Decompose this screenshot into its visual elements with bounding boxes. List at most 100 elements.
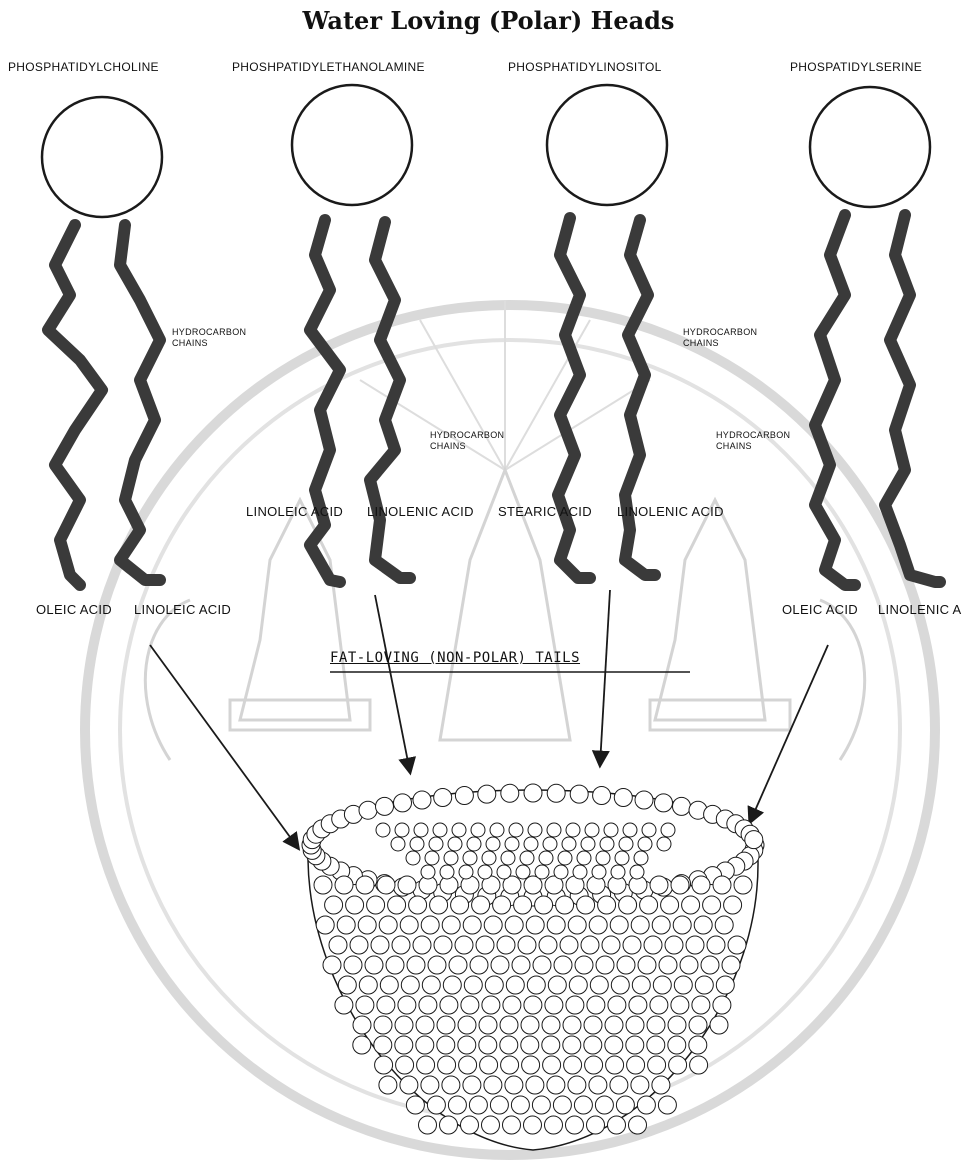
micelle-bead [461, 996, 479, 1014]
micelle-bead [434, 789, 452, 807]
micelle-bead [375, 1056, 393, 1074]
micelle-bead [509, 823, 523, 837]
hydrocarbon-label-4: HYDROCARBON CHAINS [716, 430, 806, 452]
micelle-bead [661, 896, 679, 914]
micelle-bead [377, 996, 395, 1014]
micelle-bead [500, 1036, 518, 1054]
arrow-2 [375, 595, 410, 772]
micelle-bead [592, 865, 606, 879]
micelle-bead [472, 896, 490, 914]
micelle-bead [542, 1036, 560, 1054]
micelle-bead [486, 837, 500, 851]
micelle-bead [635, 791, 653, 809]
micelle-bead [658, 1096, 676, 1114]
micelle-bead [650, 996, 668, 1014]
micelle-bead [589, 1076, 607, 1094]
micelle-bead [600, 837, 614, 851]
micelle-bead [374, 1036, 392, 1054]
micelle-bead [593, 787, 611, 805]
micelle-bead [661, 823, 675, 837]
micelle-bead [394, 794, 412, 812]
micelle-bead [566, 996, 584, 1014]
micelle-bead [689, 1036, 707, 1054]
micelle-bead [655, 794, 673, 812]
micelle-bead [400, 1076, 418, 1094]
micelle-bead [543, 837, 557, 851]
chain-4b [885, 215, 940, 582]
micelle-bead [590, 976, 608, 994]
micelle-bead [627, 1056, 645, 1074]
micelle-bead [379, 1076, 397, 1094]
polar-head-4 [810, 87, 930, 207]
micelle-bead [524, 1116, 542, 1134]
micelle-bead [558, 851, 572, 865]
micelle-bead [605, 1036, 623, 1054]
micelle-bead [522, 1056, 540, 1074]
micelle-bead [638, 837, 652, 851]
micelle-bead [596, 956, 614, 974]
micelle-bead [505, 916, 523, 934]
micelle-bead [653, 976, 671, 994]
tails-label: FAT-LOVING (NON-POLAR) TAILS [330, 650, 580, 666]
micelle-bead [471, 823, 485, 837]
micelle-bead [528, 823, 542, 837]
polar-head-2 [292, 85, 412, 205]
micelle-bead [401, 976, 419, 994]
micelle-bead [668, 1016, 686, 1034]
micelle-bead [669, 1056, 687, 1074]
micelle-bead [356, 996, 374, 1014]
micelle-bead [353, 1036, 371, 1054]
micelle-bead [417, 1056, 435, 1074]
micelle-bead [648, 1056, 666, 1074]
micelle-bead [560, 936, 578, 954]
micelle-bead [521, 1036, 539, 1054]
micelle-bead [652, 1076, 670, 1094]
micelle-bead [323, 956, 341, 974]
micelle-bead [514, 896, 532, 914]
micelle-bead [455, 936, 473, 954]
micelle-bead [581, 936, 599, 954]
micelle-bead [490, 1096, 508, 1114]
micelle-bead [568, 1076, 586, 1094]
micelle-bead [692, 876, 710, 894]
micelle-bead [374, 1016, 392, 1034]
micelle-bead [713, 876, 731, 894]
micelle-bead [470, 956, 488, 974]
micelle-bead [539, 936, 557, 954]
micelle-bead [671, 876, 689, 894]
micelle-bead [695, 976, 713, 994]
micelle-bead [491, 956, 509, 974]
micelle-bead [478, 865, 492, 879]
micelle-bead [484, 1076, 502, 1094]
micelle-bead [448, 1096, 466, 1114]
micelle-bead [365, 956, 383, 974]
micelle-bead [545, 1116, 563, 1134]
micelle-bead [631, 916, 649, 934]
micelle-bead [701, 956, 719, 974]
micelle-bead [616, 1096, 634, 1114]
micelle-bead [419, 1116, 437, 1134]
micelle-bead [623, 823, 637, 837]
micelle-bead [547, 916, 565, 934]
micelle-bead [547, 1076, 565, 1094]
micelle-bead [563, 1036, 581, 1054]
polar-head-1 [42, 97, 162, 217]
micelle-bead [356, 876, 374, 894]
micelle-bead [440, 1116, 458, 1134]
micelle-bead [543, 1056, 561, 1074]
micelle-bead [665, 936, 683, 954]
micelle-bead [379, 916, 397, 934]
micelle-bead [629, 996, 647, 1014]
micelle-bead [668, 1036, 686, 1054]
micelle-bead [503, 996, 521, 1014]
micelle-bead [619, 896, 637, 914]
micelle-bead [406, 1096, 424, 1114]
micelle-bead [478, 785, 496, 803]
micelle-bead [469, 1096, 487, 1114]
micelle-bead [325, 896, 343, 914]
micelle-bead [659, 956, 677, 974]
micelle-bead [413, 791, 431, 809]
micelle-bead [554, 865, 568, 879]
micelle-bead [414, 823, 428, 837]
micelle-bead [464, 976, 482, 994]
